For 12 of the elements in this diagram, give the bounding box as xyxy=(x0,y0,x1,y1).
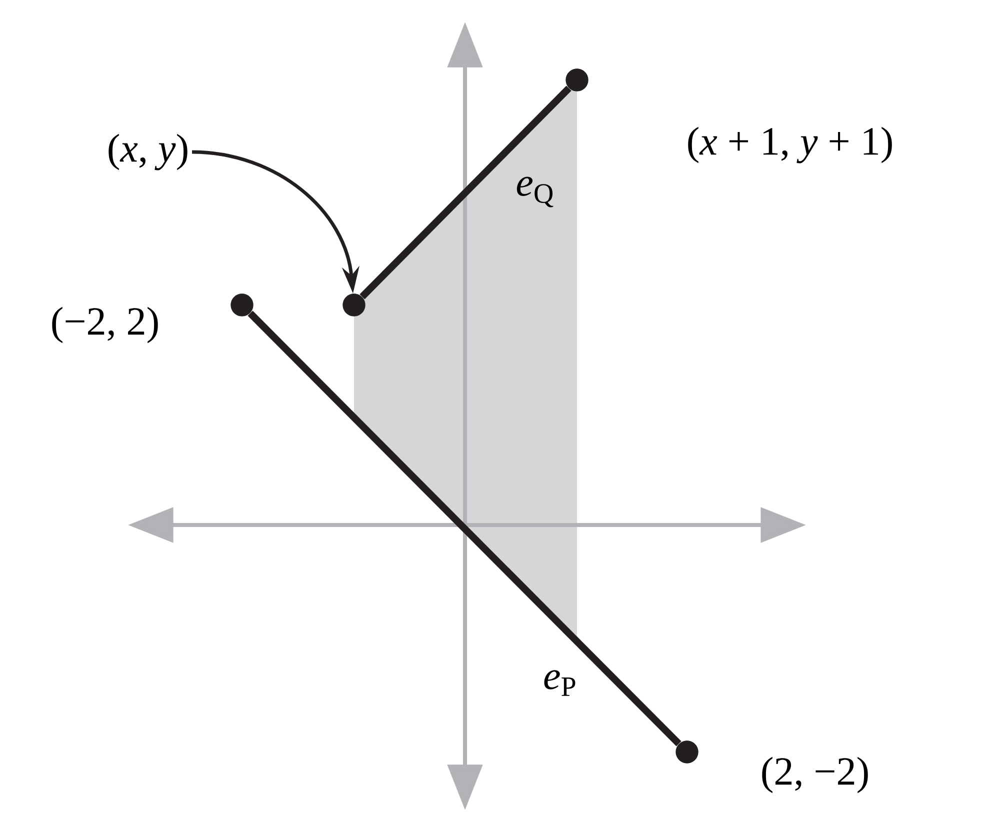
line-segment xyxy=(360,86,572,300)
point-dot xyxy=(566,68,588,92)
point-label: (x + 1, y + 1) xyxy=(688,126,892,164)
edge-label: e$_{P}$ xyxy=(544,670,576,696)
point-label: (2, −2) xyxy=(762,756,868,794)
point-dot xyxy=(230,294,254,316)
line-segment xyxy=(248,310,682,746)
edge-label: e$_{Q}$ xyxy=(516,176,554,208)
point-label: (x, y) xyxy=(108,134,188,170)
point-label: (−2, 2) xyxy=(52,306,158,344)
point-dot xyxy=(342,294,366,316)
point-dot xyxy=(676,740,698,764)
